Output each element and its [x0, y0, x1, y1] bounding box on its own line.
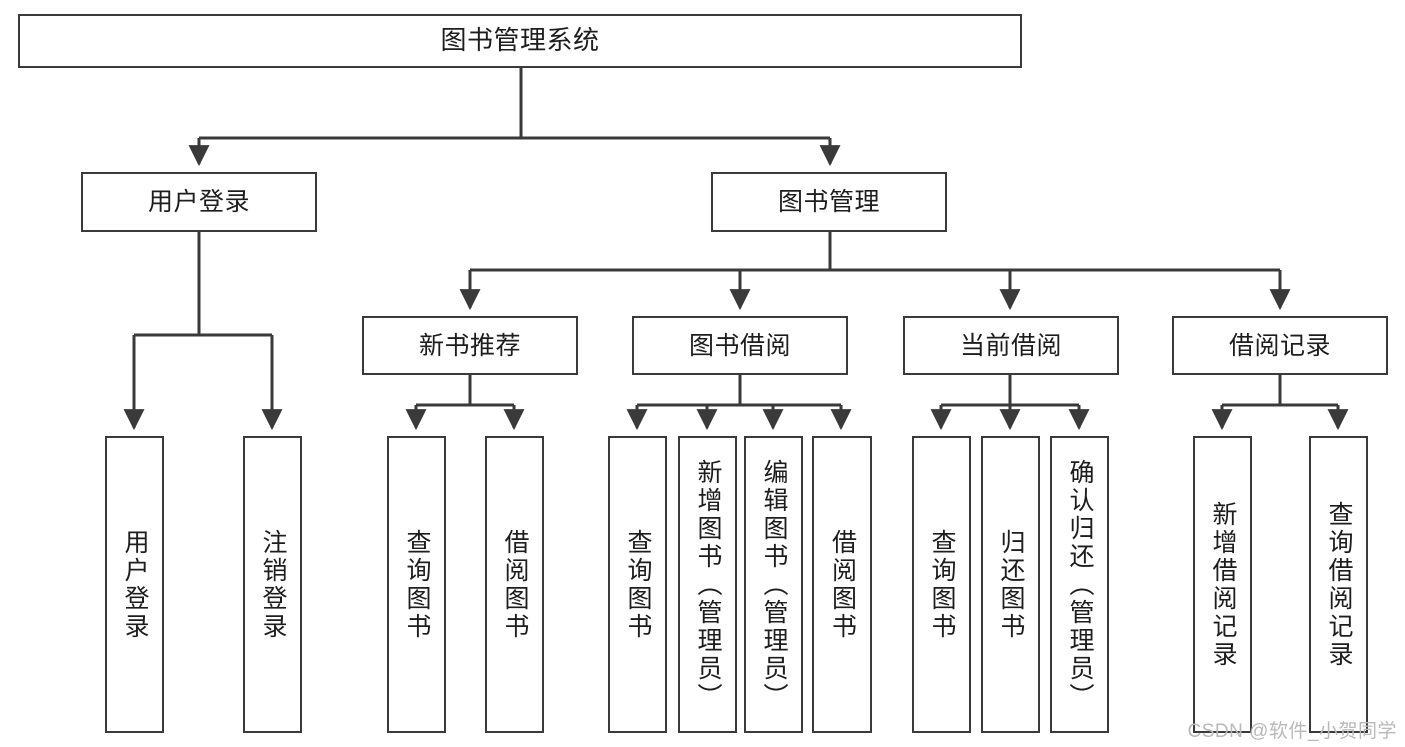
- csdn-watermark: CSDN @软件_小贺同学: [1187, 721, 1397, 742]
- node-label: 借阅图书: [828, 528, 857, 641]
- node-label: 新书推荐: [418, 331, 521, 360]
- node-label: 新增借阅记录: [1209, 500, 1237, 669]
- node-label: 确认归还（管理员）: [1066, 458, 1094, 711]
- node-label: 当前借阅: [959, 331, 1062, 360]
- node-user-login[interactable]: 用户登录: [81, 172, 317, 232]
- node-label: 用户登录: [147, 188, 250, 216]
- node-label: 用户登录: [121, 528, 149, 641]
- leaf-user-login-login[interactable]: 用户登录: [105, 436, 164, 733]
- node-label: 归还图书: [997, 528, 1025, 641]
- node-label: 借阅记录: [1228, 331, 1331, 360]
- node-label: 图书管理: [777, 188, 880, 216]
- node-label: 编辑图书（管理员）: [760, 458, 788, 711]
- leaf-book-borrow-query[interactable]: 查询图书: [608, 436, 667, 733]
- leaf-borrow-record-add[interactable]: 新增借阅记录: [1193, 436, 1252, 733]
- node-label: 查询图书: [403, 528, 431, 641]
- leaf-current-borrow-query[interactable]: 查询图书: [912, 436, 971, 733]
- node-new-book-recommend[interactable]: 新书推荐: [362, 316, 578, 375]
- leaf-current-borrow-confirm-return[interactable]: 确认归还（管理员）: [1050, 436, 1109, 733]
- node-book-borrow[interactable]: 图书借阅: [632, 316, 848, 375]
- node-borrow-record[interactable]: 借阅记录: [1172, 316, 1388, 375]
- node-label: 借阅图书: [501, 528, 529, 641]
- leaf-current-borrow-return[interactable]: 归还图书: [981, 436, 1040, 733]
- leaf-new-book-query[interactable]: 查询图书: [387, 436, 446, 733]
- node-label: 查询图书: [624, 528, 652, 641]
- node-label: 查询图书: [928, 528, 956, 641]
- node-label: 图书管理系统: [440, 25, 600, 56]
- node-current-borrow[interactable]: 当前借阅: [903, 316, 1119, 375]
- node-label: 新增图书（管理员）: [694, 458, 722, 711]
- node-root-book-management-system[interactable]: 图书管理系统: [18, 14, 1022, 68]
- leaf-user-login-logout[interactable]: 注销登录: [243, 436, 302, 733]
- leaf-book-borrow-edit[interactable]: 编辑图书（管理员）: [744, 436, 803, 733]
- leaf-book-borrow-add[interactable]: 新增图书（管理员）: [678, 436, 737, 733]
- node-book-management[interactable]: 图书管理: [711, 172, 947, 232]
- node-label: 注销登录: [259, 528, 287, 641]
- node-label: 图书借阅: [688, 331, 791, 360]
- leaf-new-book-borrow[interactable]: 借阅图书: [485, 436, 544, 733]
- node-label: 查询借阅记录: [1325, 500, 1353, 669]
- leaf-borrow-record-query[interactable]: 查询借阅记录: [1309, 436, 1368, 733]
- leaf-book-borrow-borrow[interactable]: 借阅图书: [812, 436, 872, 733]
